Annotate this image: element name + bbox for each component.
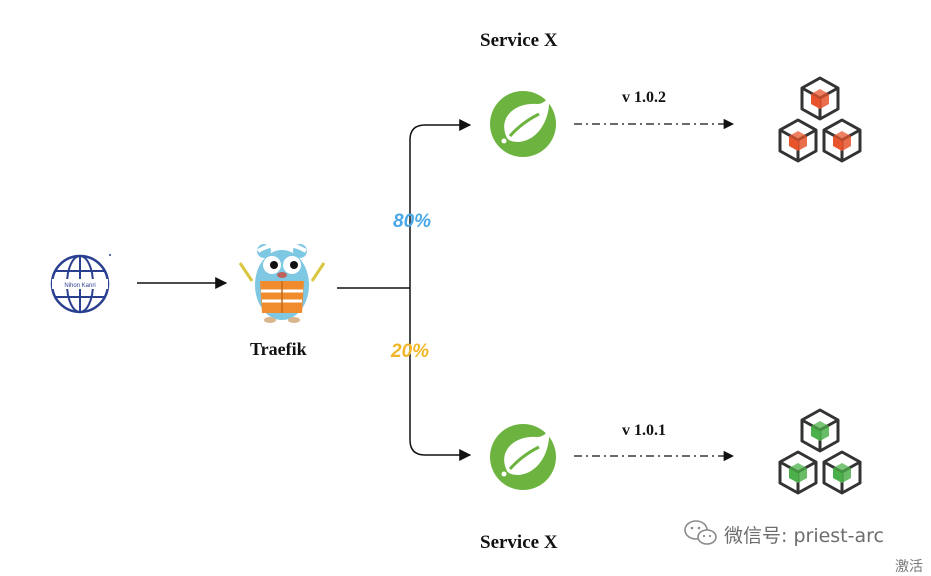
cube-core-icon [833, 131, 851, 151]
cube-core-icon [833, 463, 851, 483]
cube-core-icon [811, 421, 829, 441]
traefik-label: Traefik [250, 339, 307, 359]
globe-caption: Nihon Kanri [64, 283, 95, 289]
cube-core-icon [789, 131, 807, 151]
cube-core-icon [811, 89, 829, 109]
traefik-gopher-icon [238, 242, 326, 323]
arrow-to-service-bottom [409, 288, 472, 461]
service-x-bottom-label: Service X [480, 532, 558, 553]
weight-bottom-label: 20% [391, 341, 430, 362]
weight-top-label: 80% [393, 211, 432, 232]
wechat-icon [684, 520, 717, 545]
globe-icon: Nihon Kanri [50, 254, 111, 314]
watermark-text: 微信号: priest-arc [724, 525, 884, 547]
spring-icon-bottom [488, 422, 558, 492]
corner-text: 激活 [895, 559, 923, 575]
arrow-to-service-top [409, 119, 472, 288]
version-bottom-label: v 1.0.1 [622, 422, 666, 439]
version-top-label: v 1.0.2 [622, 89, 666, 106]
spring-icon-top [488, 89, 558, 159]
cube-core-icon [789, 463, 807, 483]
service-x-top-label: Service X [480, 30, 558, 51]
